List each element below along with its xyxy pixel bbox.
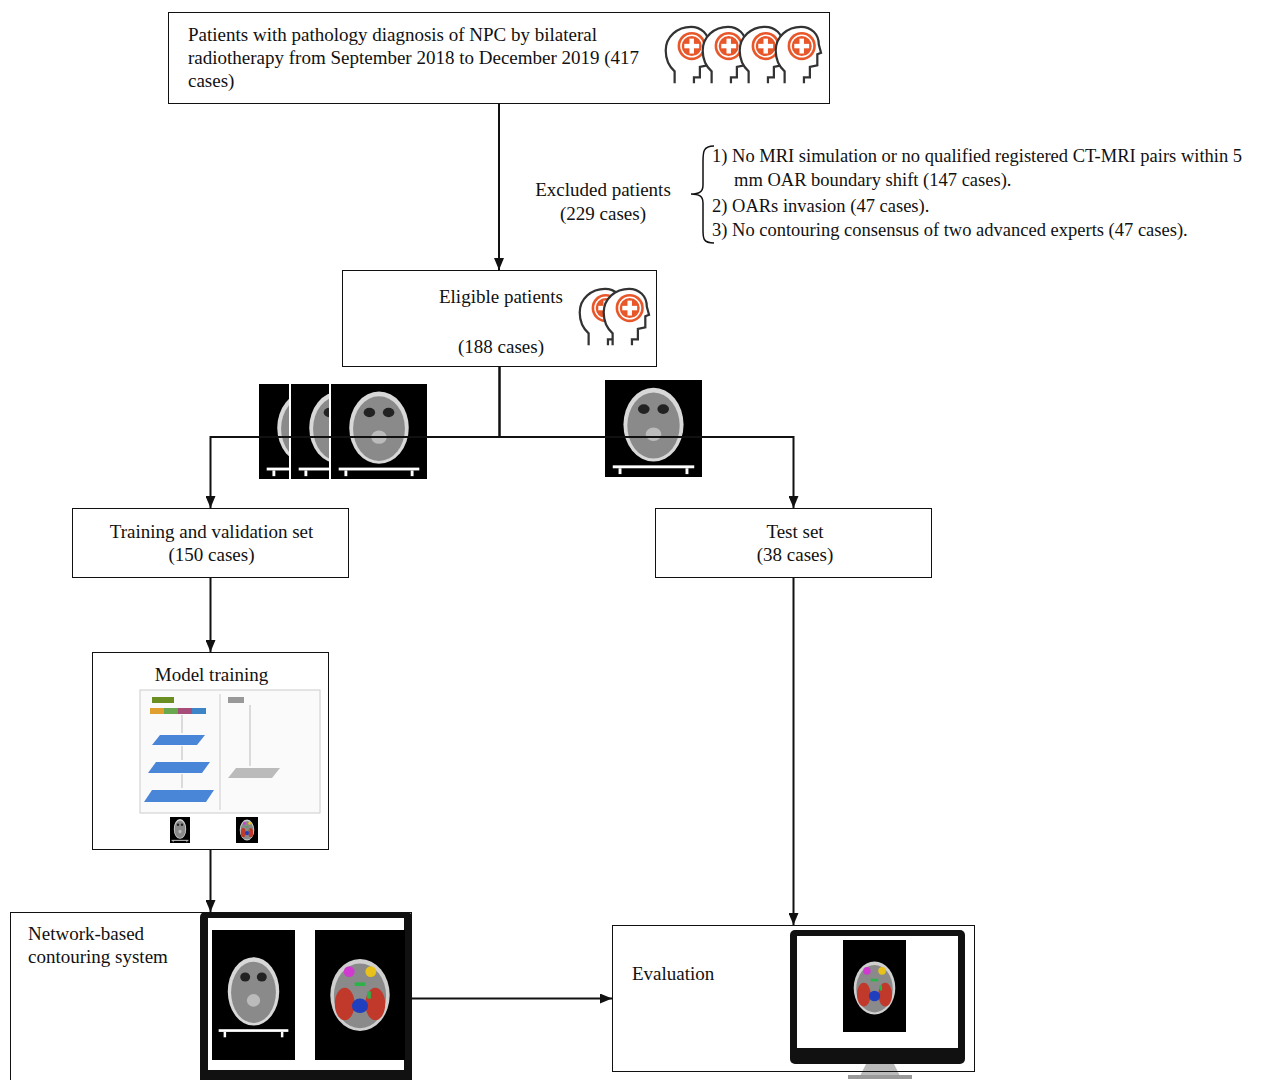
ct-image-stack (331, 384, 427, 479)
monitor-contouring (208, 918, 404, 1070)
monitor-evaluation (843, 955, 906, 1021)
monitor-contouring (200, 912, 412, 1080)
network-figure (220, 694, 221, 810)
ct-image-stack (330, 383, 428, 480)
patient-icons (776, 27, 821, 83)
flow-arrow (210, 850, 212, 912)
node-text: (188 cases) (416, 335, 586, 358)
network-figure (152, 697, 174, 703)
flow-arrow (412, 998, 612, 1000)
flow-arrow (793, 578, 795, 925)
node-text: Test set (38 cases) (752, 520, 838, 566)
monitor-contouring (212, 950, 295, 1040)
node-text: Network-based contouring system (28, 922, 208, 968)
exclusion-item: 2) OARs invasion (47 cases). (712, 194, 1260, 218)
flow-arrow (211, 367, 500, 508)
ct-image-stack (258, 383, 428, 480)
node-text: Eligible patients (416, 285, 586, 308)
dataset-box: Test set (38 cases) (655, 508, 932, 578)
source-box: Patients with pathology diagnosis of NPC… (168, 12, 830, 104)
system-box: Network-based contouring system (10, 912, 412, 1080)
monitor-evaluation (843, 940, 906, 1032)
network-figure (164, 708, 178, 714)
network-figure (178, 708, 192, 714)
flow-arrow (210, 578, 212, 652)
exclusion-heading: Excluded patients (229 cases) (522, 178, 684, 226)
evaluation-box: Evaluation (612, 925, 975, 1072)
node-text: Evaluation (632, 962, 792, 985)
network-figure (182, 746, 183, 760)
network-figure (228, 768, 280, 778)
process-box: Model training (92, 652, 329, 850)
ct-image (605, 380, 702, 477)
network-figure (152, 735, 205, 745)
network-figure (140, 690, 320, 813)
dataset-box: Training and validation set (150 cases) (72, 508, 349, 578)
monitor-evaluation (790, 930, 965, 1079)
network-figure (148, 762, 210, 773)
node-text: Training and validation set (150 cases) (99, 520, 324, 566)
exclusion-bracket (691, 146, 714, 243)
monitor-evaluation (790, 930, 965, 1064)
monitor-evaluation (848, 1075, 912, 1079)
network-figure (250, 705, 251, 766)
network-figure (192, 708, 206, 714)
network-figure (182, 774, 183, 788)
cohort-box: Eligible patients (188 cases) (342, 270, 657, 367)
network-figure (140, 690, 320, 843)
monitor-evaluation (860, 1064, 900, 1076)
patient-icons (604, 289, 649, 345)
monitor-contouring (212, 930, 295, 1060)
node-text: Patients with pathology diagnosis of NPC… (188, 23, 653, 92)
node-text: Model training (93, 663, 330, 686)
exclusion-item: 3) No contouring consensus of two advanc… (712, 218, 1260, 242)
ct-image (605, 380, 702, 477)
flow-arrow (500, 367, 794, 508)
flow-arrow (498, 104, 500, 270)
network-figure (170, 817, 190, 843)
monitor-contouring (200, 912, 412, 1080)
exclusion-bracket (691, 146, 714, 243)
exclusion-item: 1) No MRI simulation or no qualified reg… (712, 144, 1260, 192)
network-figure (236, 817, 258, 843)
network-figure (182, 715, 183, 733)
network-figure (144, 790, 214, 802)
monitor-contouring (315, 950, 405, 1040)
network-figure (228, 697, 244, 703)
monitor-contouring (315, 930, 405, 1060)
monitor-evaluation (797, 936, 958, 1048)
network-figure (150, 708, 164, 714)
